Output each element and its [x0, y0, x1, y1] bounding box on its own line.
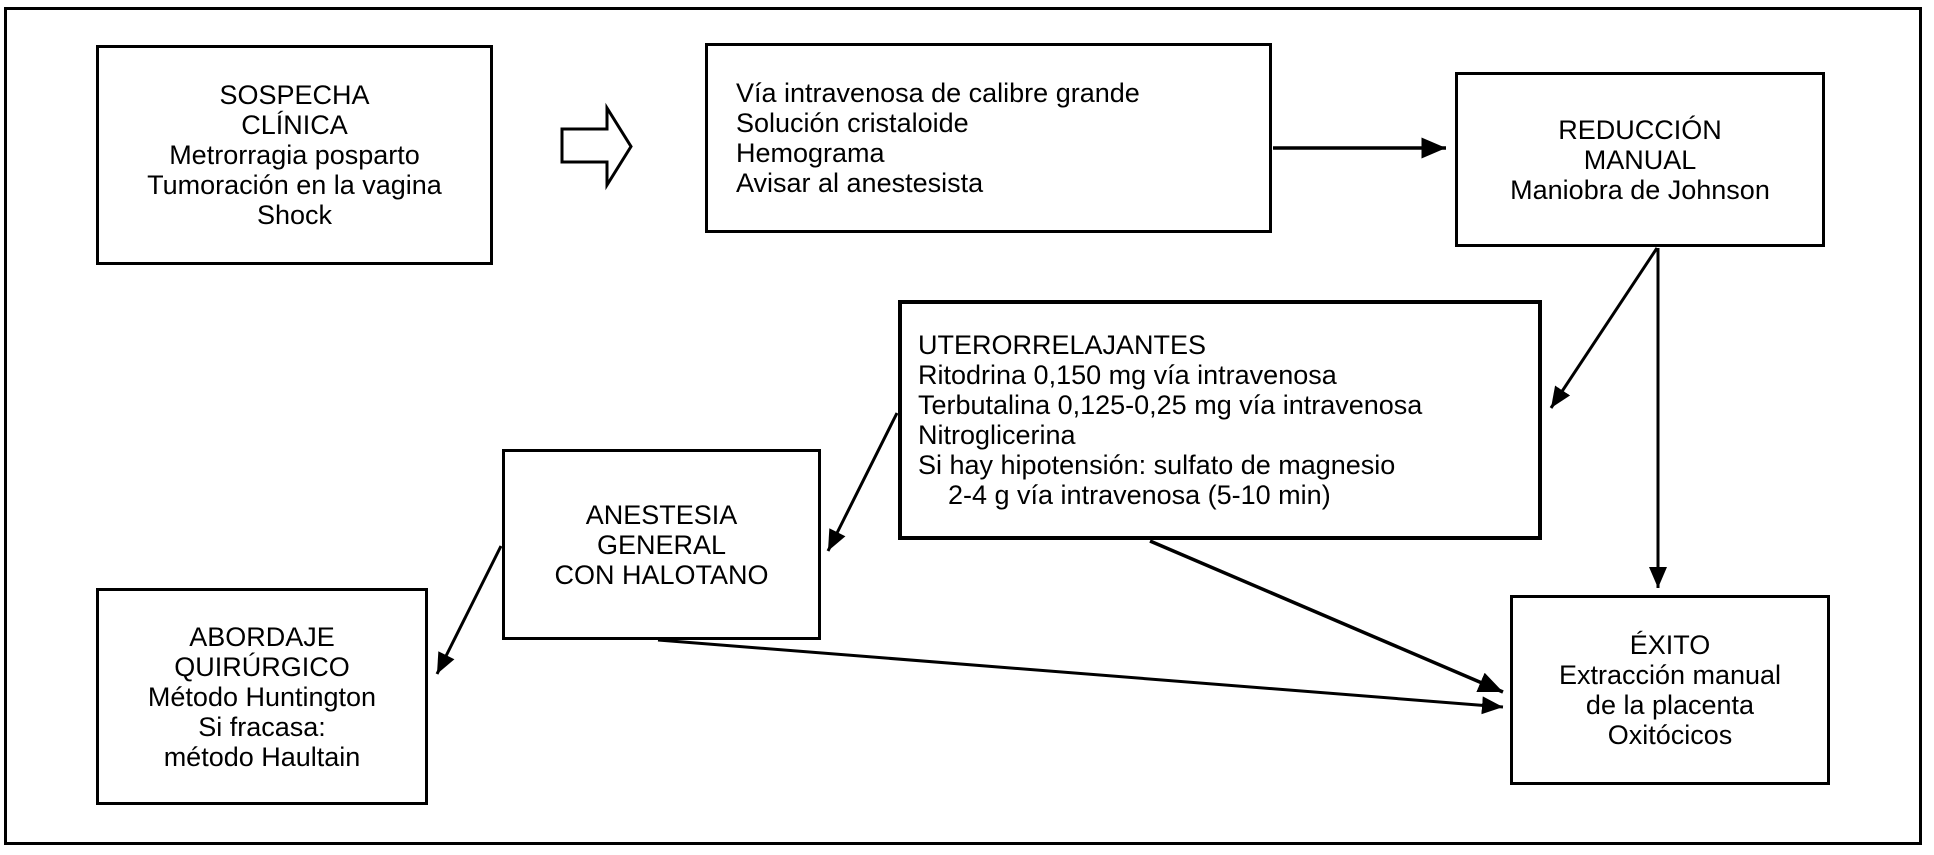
box-sospecha-line: CLÍNICA	[241, 110, 348, 140]
box-abordaje-line: QUIRÚRGICO	[174, 651, 350, 682]
box-uterorrelajantes-line: 2-4 g vía intravenosa (5-10 min)	[948, 480, 1331, 510]
box-anestesia-general: ANESTESIA GENERAL CON HALOTANO	[502, 449, 821, 640]
box-abordaje-line: Si fracasa:	[198, 711, 326, 742]
box-exito-line: Oxitócicos	[1607, 720, 1733, 750]
box-uterorrelajantes-line: Terbutalina 0,125-0,25 mg vía intravenos…	[918, 390, 1423, 420]
box-sospecha-line: Metrorragia posparto	[169, 140, 420, 170]
arrow-anestesia-to-abordaje	[435, 545, 503, 675]
box-uterorrelajantes-line: Nitroglicerina	[918, 420, 1076, 450]
box-sospecha-line: Shock	[256, 200, 333, 230]
box-sospecha-line: SOSPECHA	[219, 80, 370, 110]
box-exito: ÉXITO Extracción manual de la placenta O…	[1510, 595, 1830, 785]
box-anestesia-line: ANESTESIA	[585, 499, 738, 530]
box-medidas-iniciales: Vía intravenosa de calibre grande Soluci…	[705, 43, 1272, 233]
box-abordaje-line: método Haultain	[163, 741, 361, 772]
box-exito-line: ÉXITO	[1629, 630, 1711, 660]
box-exito-line: de la placenta	[1585, 690, 1755, 720]
box-medidas-line: Hemograma	[736, 138, 885, 168]
box-medidas-line: Avisar al anestesista	[736, 168, 984, 198]
box-sospecha-clinica: SOSPECHA CLÍNICA Metrorragia posparto Tu…	[96, 45, 493, 265]
arrow-anestesia-to-exito	[657, 638, 1504, 715]
figure-border	[4, 7, 1922, 845]
box-reduccion-line: REDUCCIÓN	[1558, 114, 1722, 145]
box-reduccion-line: MANUAL	[1583, 144, 1697, 175]
box-uterorrelajantes-line: Ritodrina 0,150 mg vía intravenosa	[918, 360, 1337, 390]
arrow-reduccion-to-uterorrelajantes	[1549, 247, 1659, 409]
box-sospecha-line: Tumoración en la vagina	[147, 170, 442, 200]
box-abordaje-line: Método Huntington	[147, 681, 377, 712]
box-medidas-line: Vía intravenosa de calibre grande	[736, 78, 1140, 108]
box-reduccion-manual: REDUCCIÓN MANUAL Maniobra de Johnson	[1455, 72, 1825, 247]
block-arrow-right-icon	[560, 102, 633, 191]
arrow-uterorrelajantes-to-anestesia	[826, 412, 899, 552]
box-uterorrelajantes-line: Si hay hipotensión: sulfato de magnesio	[918, 450, 1396, 480]
arrow-uterorrelajantes-to-exito	[1149, 539, 1504, 694]
box-exito-line: Extracción manual	[1558, 660, 1782, 690]
box-uterorrelajantes: UTERORRELAJANTES Ritodrina 0,150 mg vía …	[898, 300, 1542, 540]
box-abordaje-line: ABORDAJE	[189, 621, 335, 652]
box-medidas-line: Solución cristaloide	[736, 108, 969, 138]
box-anestesia-line: GENERAL	[596, 529, 727, 560]
box-uterorrelajantes-line: UTERORRELAJANTES	[918, 330, 1207, 360]
box-anestesia-line: CON HALOTANO	[554, 559, 769, 590]
box-abordaje-quirurgico: ABORDAJE QUIRÚRGICO Método Huntington Si…	[96, 588, 428, 805]
box-reduccion-line: Maniobra de Johnson	[1510, 174, 1770, 205]
